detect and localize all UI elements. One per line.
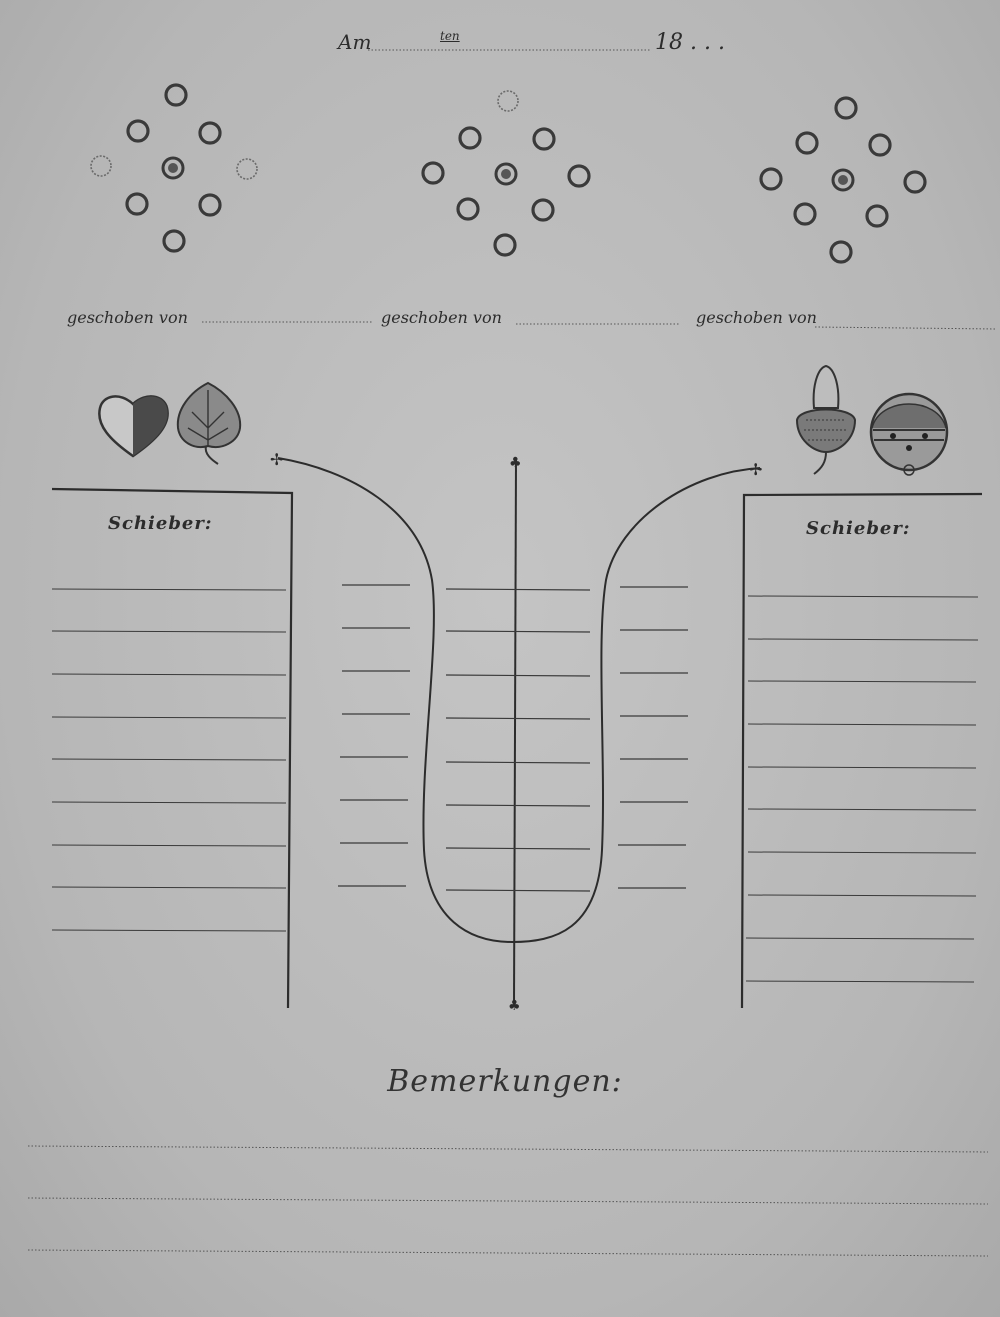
- middle-track: [277, 457, 761, 1005]
- pushed-by-line-3[interactable]: [814, 326, 998, 330]
- svg-text:♣: ♣: [508, 998, 521, 1014]
- right-column-heading: Schieber:: [806, 518, 911, 539]
- remarks-line-2[interactable]: [27, 1197, 989, 1205]
- svg-text:♣: ♣: [509, 455, 522, 471]
- pin-pattern-right: [759, 96, 927, 264]
- pin-pattern-left: [90, 83, 258, 253]
- bell-icon: [869, 392, 949, 476]
- remarks-lines: [27, 1145, 989, 1257]
- left-score-lines: [51, 588, 287, 932]
- remarks-line-3[interactable]: [27, 1249, 989, 1257]
- left-column-heading: Schieber:: [108, 513, 213, 534]
- date-year-label: 18 . . .: [655, 30, 725, 55]
- pushed-by-label-2: geschoben von: [381, 308, 502, 327]
- date-ten-label: ten: [440, 29, 460, 43]
- svg-text:✢: ✢: [270, 450, 283, 469]
- remarks-line-1[interactable]: [27, 1145, 989, 1153]
- pushed-by-label-1: geschoben von: [67, 308, 188, 327]
- date-am-label: Am: [338, 30, 372, 54]
- track-markers: ✢ ✢ ♣ ♣: [270, 450, 762, 1014]
- svg-text:✢: ✢: [749, 460, 762, 479]
- middle-score-lines: [338, 584, 688, 892]
- left-score-column: [51, 487, 294, 1009]
- leaf-icon: [176, 381, 242, 465]
- pushed-by-label-3: geschoben von: [696, 308, 817, 327]
- pin-pattern-middle: [421, 90, 591, 257]
- pushed-by-lines: [202, 321, 998, 330]
- right-score-lines: [745, 595, 979, 983]
- remarks-heading: Bemerkungen:: [387, 1064, 623, 1099]
- right-score-column: [740, 492, 983, 1009]
- acorn-icon: [795, 364, 857, 475]
- heart-icon: [98, 395, 169, 458]
